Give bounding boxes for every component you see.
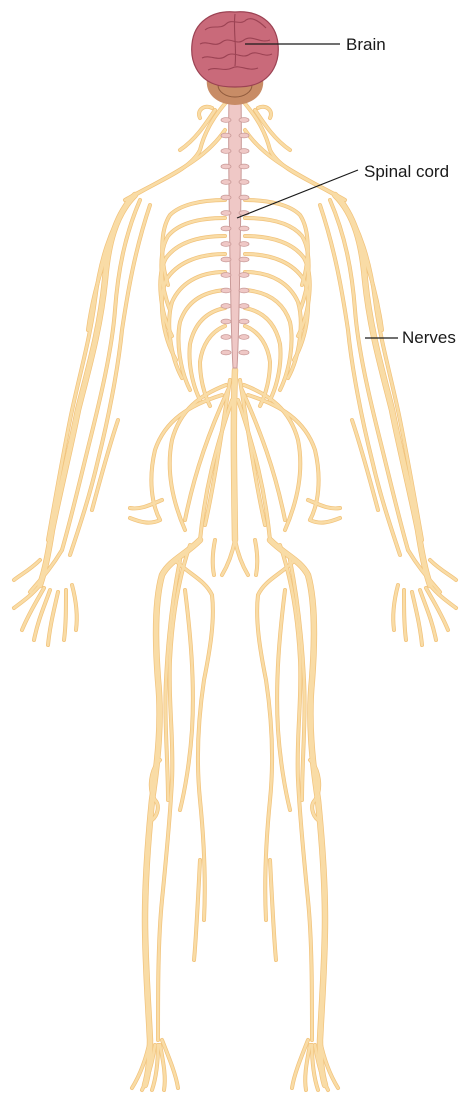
spinal-nerve-root (239, 242, 249, 247)
spinal-nerve-root (221, 273, 231, 278)
brain (192, 12, 279, 105)
spinal-nerve-root (221, 164, 231, 169)
spinal-nerve-root (221, 149, 231, 154)
spinal-nerve-root (239, 149, 249, 154)
spinal-nerve-root (239, 195, 249, 200)
spinal-nerve-root (239, 164, 249, 169)
spinal-nerve-root (239, 335, 249, 340)
spinal-nerve-root (221, 288, 231, 293)
right-leg-nerves (257, 540, 338, 1090)
spinal-nerve-root (239, 118, 249, 123)
spinal-nerve-root (221, 226, 231, 231)
spinal-nerve-root (221, 211, 231, 216)
left-arm-nerves (14, 195, 150, 645)
spinal-nerve-root (221, 319, 231, 324)
brain-label: Brain (346, 36, 386, 53)
spinal-nerve-root (221, 195, 231, 200)
spinal-nerve-root (239, 304, 249, 309)
spinal-nerve-root (221, 257, 231, 262)
spinal-nerve-root (221, 335, 231, 340)
spinal-nerve-root (239, 180, 249, 185)
spinal-nerve-root (221, 242, 231, 247)
spinal-nerve-root (221, 350, 231, 355)
spinal-nerve-root (239, 273, 249, 278)
spinal-nerve-root (239, 257, 249, 262)
spinal-cord-label: Spinal cord (364, 163, 449, 180)
spinal-nerve-root (239, 319, 249, 324)
spinal-nerve-root (221, 180, 231, 185)
spinal-nerve-root (221, 133, 231, 138)
spinal-nerve-root (239, 133, 249, 138)
spinal-nerve-root (239, 350, 249, 355)
spinal-nerve-root (239, 288, 249, 293)
right-arm-nerves (320, 195, 456, 645)
left-leg-nerves (132, 540, 213, 1090)
spinal-nerve-root (239, 226, 249, 231)
nerves-label: Nerves (402, 329, 456, 346)
lumbar-sacral-nerves (130, 370, 340, 575)
spinal-nerve-root (221, 304, 231, 309)
spinal-nerve-root (221, 118, 231, 123)
